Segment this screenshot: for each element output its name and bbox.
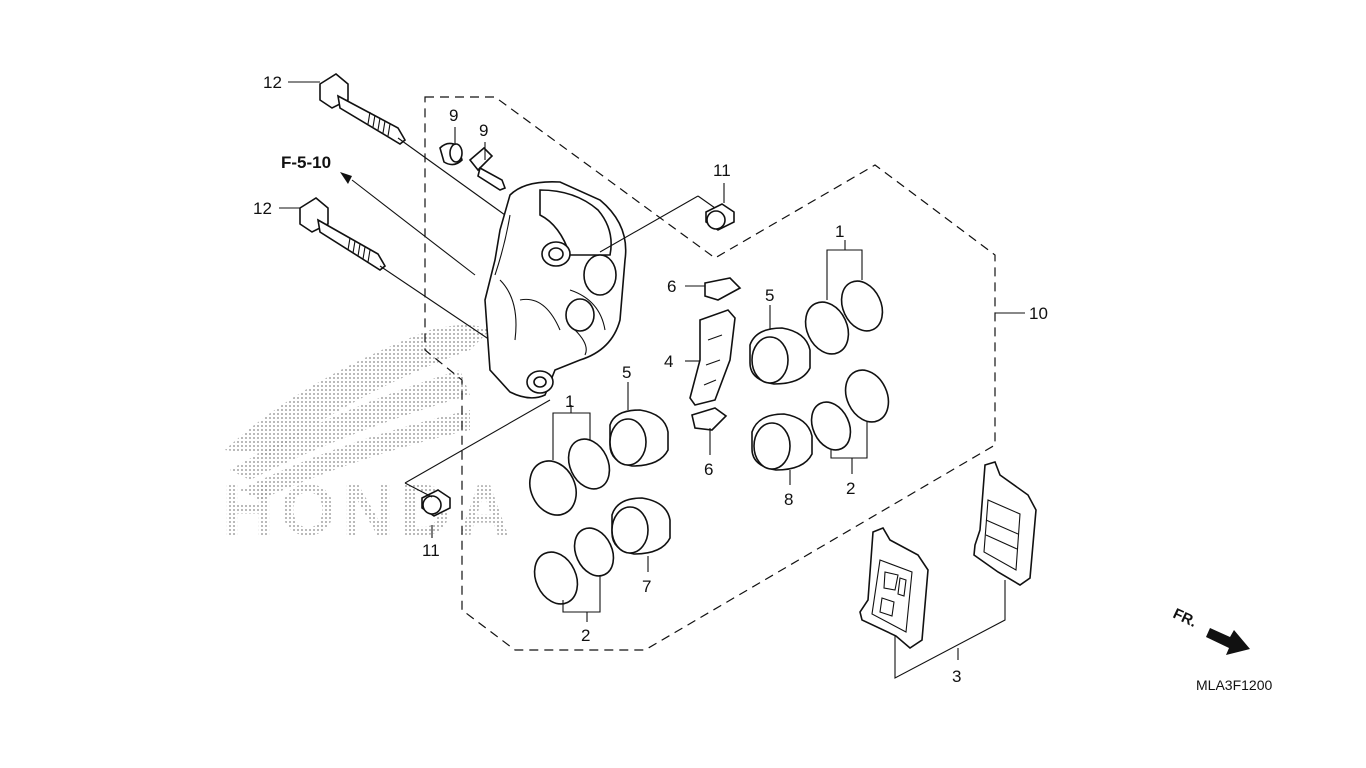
bushing-lower <box>404 399 551 517</box>
callout-7: 9 <box>479 121 488 140</box>
callout-11-lower: 11 <box>422 541 440 560</box>
callouts: 12 12 9 9 11 11 10 6 4 6 5 5 7 8 1 1 2 2… <box>253 73 1048 686</box>
reference-link[interactable]: F-5-10 <box>281 153 331 172</box>
callout-1-right: 1 <box>835 222 844 241</box>
callout-6-upper: 6 <box>667 277 676 296</box>
bushing-upper <box>599 195 735 253</box>
watermark-text: HONDA <box>222 471 516 551</box>
bolt-lower <box>299 197 491 341</box>
piston-right-upper <box>749 327 811 385</box>
assembly-outline <box>424 96 996 651</box>
diagram-code: MLA3F1200 <box>1196 677 1272 693</box>
pad-clip-upper <box>704 277 742 301</box>
callout-1-left: 1 <box>565 392 574 411</box>
seal-left-lower-2 <box>573 527 615 577</box>
callout-10: 10 <box>1029 304 1048 323</box>
callout-4: 4 <box>664 352 673 371</box>
pad-retainer <box>689 309 736 406</box>
callout-5-right: 5 <box>765 286 774 305</box>
callout-8: 9 <box>449 106 458 125</box>
seal-right-lower-2 <box>844 369 890 423</box>
callout-11-upper: 11 <box>713 161 731 180</box>
seal-right-lower-1 <box>810 401 852 451</box>
piston-left-lower <box>611 497 671 555</box>
callout-9-right: 8 <box>784 490 793 509</box>
callout-3: 3 <box>952 667 961 686</box>
honda-watermark: HONDA <box>222 325 516 551</box>
seal-left-upper-2 <box>567 438 611 490</box>
callout-12-upper: 12 <box>263 73 282 92</box>
callout-5-left: 5 <box>622 363 631 382</box>
front-indicator: FR. <box>1170 605 1250 655</box>
seal-left-upper-1 <box>529 460 577 516</box>
callout-9-left: 7 <box>642 577 651 596</box>
seal-right-upper-2 <box>840 280 884 332</box>
bolt-upper <box>319 73 506 216</box>
callout-12-lower: 12 <box>253 199 272 218</box>
bleed-screw <box>468 146 507 191</box>
callout-2-right: 2 <box>846 479 855 498</box>
leader-lines <box>279 81 1025 679</box>
callout-2-left: 2 <box>581 626 590 645</box>
callout-6-lower: 6 <box>704 460 713 479</box>
seal-right-upper-1 <box>804 301 850 355</box>
caliper-body <box>484 180 627 399</box>
piston-left-upper <box>609 409 669 467</box>
bleed-cap <box>439 142 463 166</box>
seal-left-lower-1 <box>533 551 579 605</box>
front-arrow-icon <box>1206 628 1250 655</box>
pad-clip-lower <box>691 407 728 431</box>
front-label: FR. <box>1170 605 1199 631</box>
brake-pad-right <box>973 461 1037 586</box>
brake-pad-left <box>859 527 929 650</box>
piston-right-lower <box>751 413 813 471</box>
